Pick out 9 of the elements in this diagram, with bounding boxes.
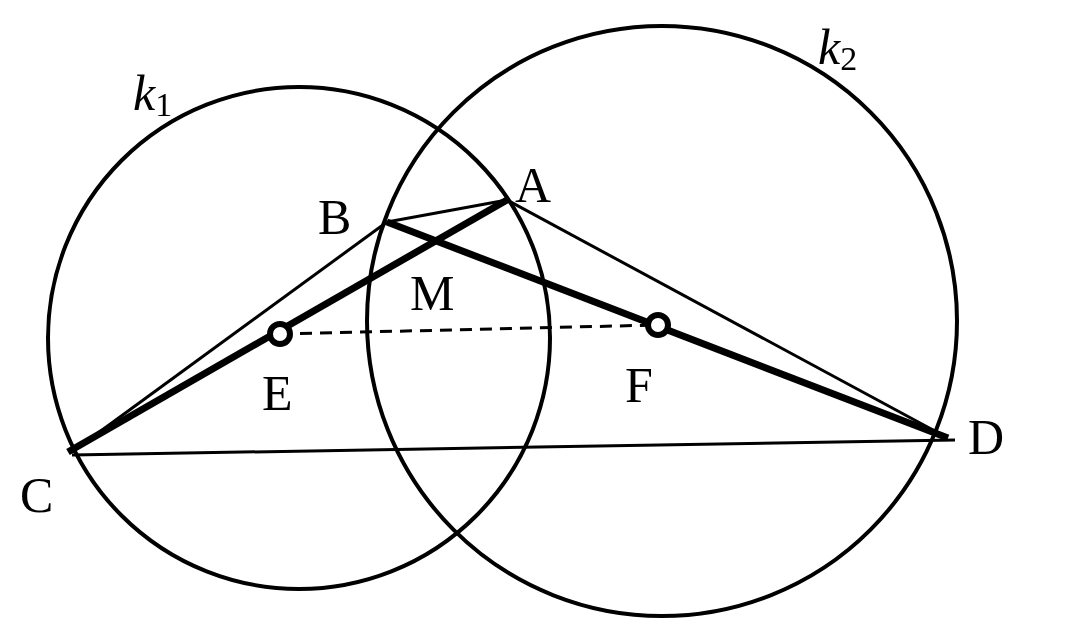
point-label: F — [625, 360, 653, 410]
point-label: D — [968, 412, 1005, 462]
point-label: B — [318, 192, 352, 242]
point-label: M — [410, 268, 455, 318]
point-label: k$_{1}$ — [133, 68, 173, 122]
point-label: E — [262, 368, 293, 418]
point-label: A — [515, 160, 552, 210]
point-label: C — [20, 470, 54, 520]
point-label: k$_{2}$ — [818, 22, 858, 76]
